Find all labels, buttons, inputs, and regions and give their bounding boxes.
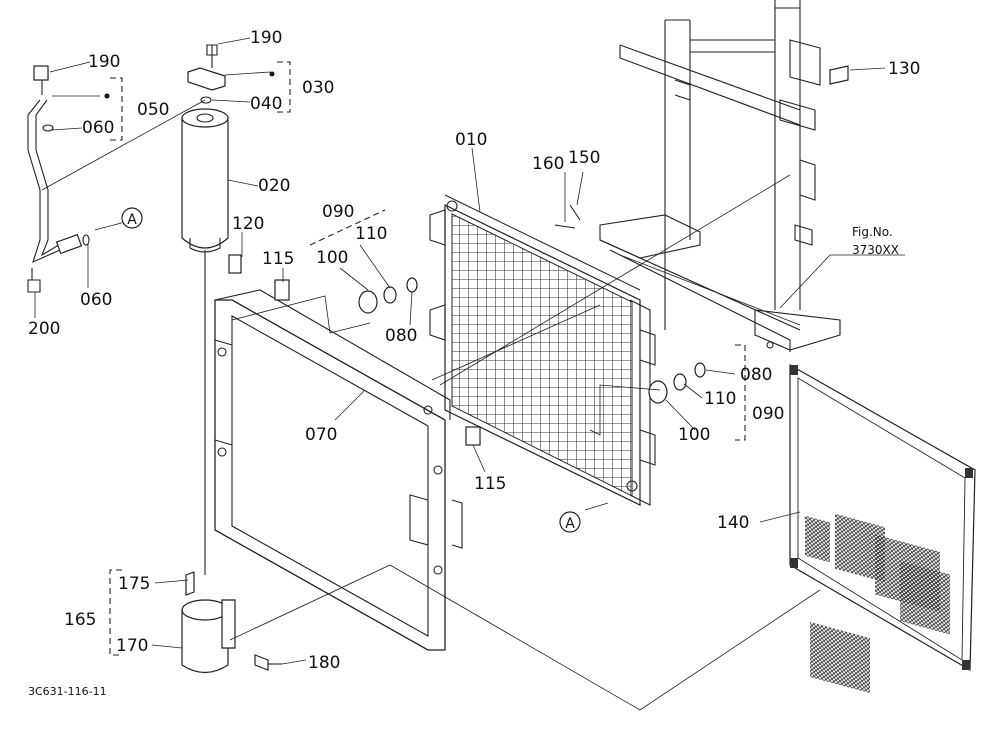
callout-180: 180	[308, 653, 340, 673]
callout-050: 050	[137, 100, 169, 120]
callout-190: 190	[88, 52, 120, 72]
bolt-160-150	[554, 204, 581, 229]
screen	[789, 363, 976, 694]
mount-set-left	[358, 277, 418, 314]
support-frame	[599, 0, 841, 352]
svg-text:Fig.No.: Fig.No.	[852, 225, 893, 239]
callout-010: 010	[455, 130, 487, 150]
callout-040: 040	[250, 94, 282, 114]
figure-reference: Fig.No. 3730XX	[852, 225, 899, 257]
svg-text:A: A	[565, 516, 575, 532]
pipe-assembly	[27, 65, 90, 293]
callout-170: 170	[116, 636, 148, 656]
marker-a-lower: A	[559, 511, 581, 533]
callout-070: 070	[305, 425, 337, 445]
leader-lines	[41, 99, 905, 711]
callout-150: 150	[568, 148, 600, 168]
drier-bracket	[181, 571, 282, 674]
callout-090: 090	[752, 404, 784, 424]
clip-115-lower	[465, 426, 481, 446]
callout-110: 110	[355, 224, 387, 244]
callout-115: 115	[262, 249, 294, 269]
ref-dot	[104, 93, 110, 99]
callout-120: 120	[232, 214, 264, 234]
callout-115: 115	[474, 474, 506, 494]
callout-100: 100	[678, 425, 710, 445]
callout-labels: 190 190 030 050 060 040 020 060 200 120 …	[28, 28, 920, 673]
clip-115-upper	[274, 279, 290, 301]
callout-080: 080	[740, 365, 772, 385]
bolt-130	[829, 65, 849, 85]
callout-030: 030	[302, 78, 334, 98]
receiver-drier	[181, 44, 242, 575]
callout-160: 160	[532, 154, 564, 174]
condenser-frame	[214, 289, 463, 651]
callout-060: 060	[80, 290, 112, 310]
callout-190: 190	[250, 28, 282, 48]
svg-text:3730XX: 3730XX	[852, 243, 899, 257]
callout-080: 080	[385, 326, 417, 346]
callout-140: 140	[717, 513, 749, 533]
callout-020: 020	[258, 176, 290, 196]
callout-090: 090	[322, 202, 354, 222]
callout-leaders	[34, 37, 886, 665]
callout-100: 100	[316, 248, 348, 268]
svg-text:A: A	[127, 212, 137, 228]
ref-dot	[269, 71, 275, 77]
condenser	[429, 194, 656, 506]
mount-set-right	[648, 362, 706, 404]
group-brackets	[109, 61, 746, 656]
marker-a-upper: A	[121, 207, 143, 229]
callout-200: 200	[28, 319, 60, 339]
figure-code: 3C631-116-11	[28, 685, 107, 698]
callout-130: 130	[888, 59, 920, 79]
callout-165: 165	[64, 610, 96, 630]
callout-175: 175	[118, 574, 150, 594]
callout-110: 110	[704, 389, 736, 409]
callout-060: 060	[82, 118, 114, 138]
